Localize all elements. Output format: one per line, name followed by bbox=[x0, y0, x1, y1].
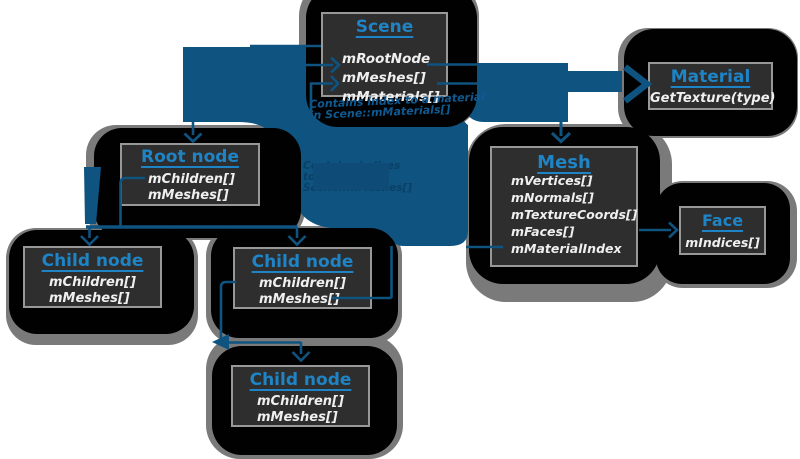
material-member-gettexture: GetTexture(type) bbox=[650, 91, 776, 106]
face-title: Face bbox=[701, 211, 744, 230]
class-box-material: Material GetTexture(type) bbox=[648, 62, 776, 110]
material-title: Material bbox=[670, 67, 751, 87]
scene-member-mrootnode: mRootNode bbox=[342, 51, 431, 67]
class-box-scene: Scene mRootNode mMeshes[] mMaterials[] bbox=[321, 12, 448, 105]
class-box-child-node-2: Child node mChildren[] mMeshes[] bbox=[233, 247, 372, 309]
mesh-member-mvertices: mVertices[] bbox=[511, 173, 593, 188]
root-member-mmeshes: mMeshes[] bbox=[148, 188, 229, 203]
child3-member-mmeshes: mMeshes[] bbox=[257, 410, 338, 425]
mesh-title: Mesh bbox=[537, 152, 591, 173]
mesh-member-mmaterialindex: mMaterialIndex bbox=[511, 241, 622, 256]
child-node-title: Child node bbox=[41, 251, 144, 271]
mesh-member-mnormals: mNormals[] bbox=[511, 190, 594, 205]
face-member-mindices: mIndices[] bbox=[685, 235, 760, 250]
class-box-root-node: Root node mChildren[] mMeshes[] bbox=[120, 143, 260, 206]
scene-title: Scene bbox=[355, 17, 414, 37]
child-node-title: Child node bbox=[249, 370, 352, 390]
note-overlay-patch bbox=[313, 163, 389, 190]
child2-member-mmeshes: mMeshes[] bbox=[259, 292, 340, 307]
root-member-mchildren: mChildren[] bbox=[148, 172, 235, 187]
child2-member-mchildren: mChildren[] bbox=[259, 276, 346, 291]
scene-right-arrow-block bbox=[458, 63, 622, 122]
root-node-title: Root node bbox=[141, 147, 239, 167]
child-node-title: Child node bbox=[251, 252, 354, 272]
class-box-child-node-1: Child node mChildren[] mMeshes[] bbox=[23, 246, 162, 308]
mesh-member-mtexturecoords: mTextureCoords[] bbox=[511, 207, 638, 222]
child1-member-mmeshes: mMeshes[] bbox=[49, 291, 130, 306]
class-box-face: Face mIndices[] bbox=[679, 206, 766, 255]
class-box-mesh: Mesh mVertices[] mNormals[] mTextureCoor… bbox=[490, 146, 638, 267]
mesh-member-mfaces: mFaces[] bbox=[511, 224, 575, 239]
child1-member-mchildren: mChildren[] bbox=[49, 275, 136, 290]
child3-member-mchildren: mChildren[] bbox=[257, 394, 344, 409]
class-box-child-node-3: Child node mChildren[] mMeshes[] bbox=[231, 365, 370, 427]
scene-member-mmaterials: mMaterials[] bbox=[342, 89, 440, 105]
scene-member-mmeshes: mMeshes[] bbox=[342, 70, 426, 86]
